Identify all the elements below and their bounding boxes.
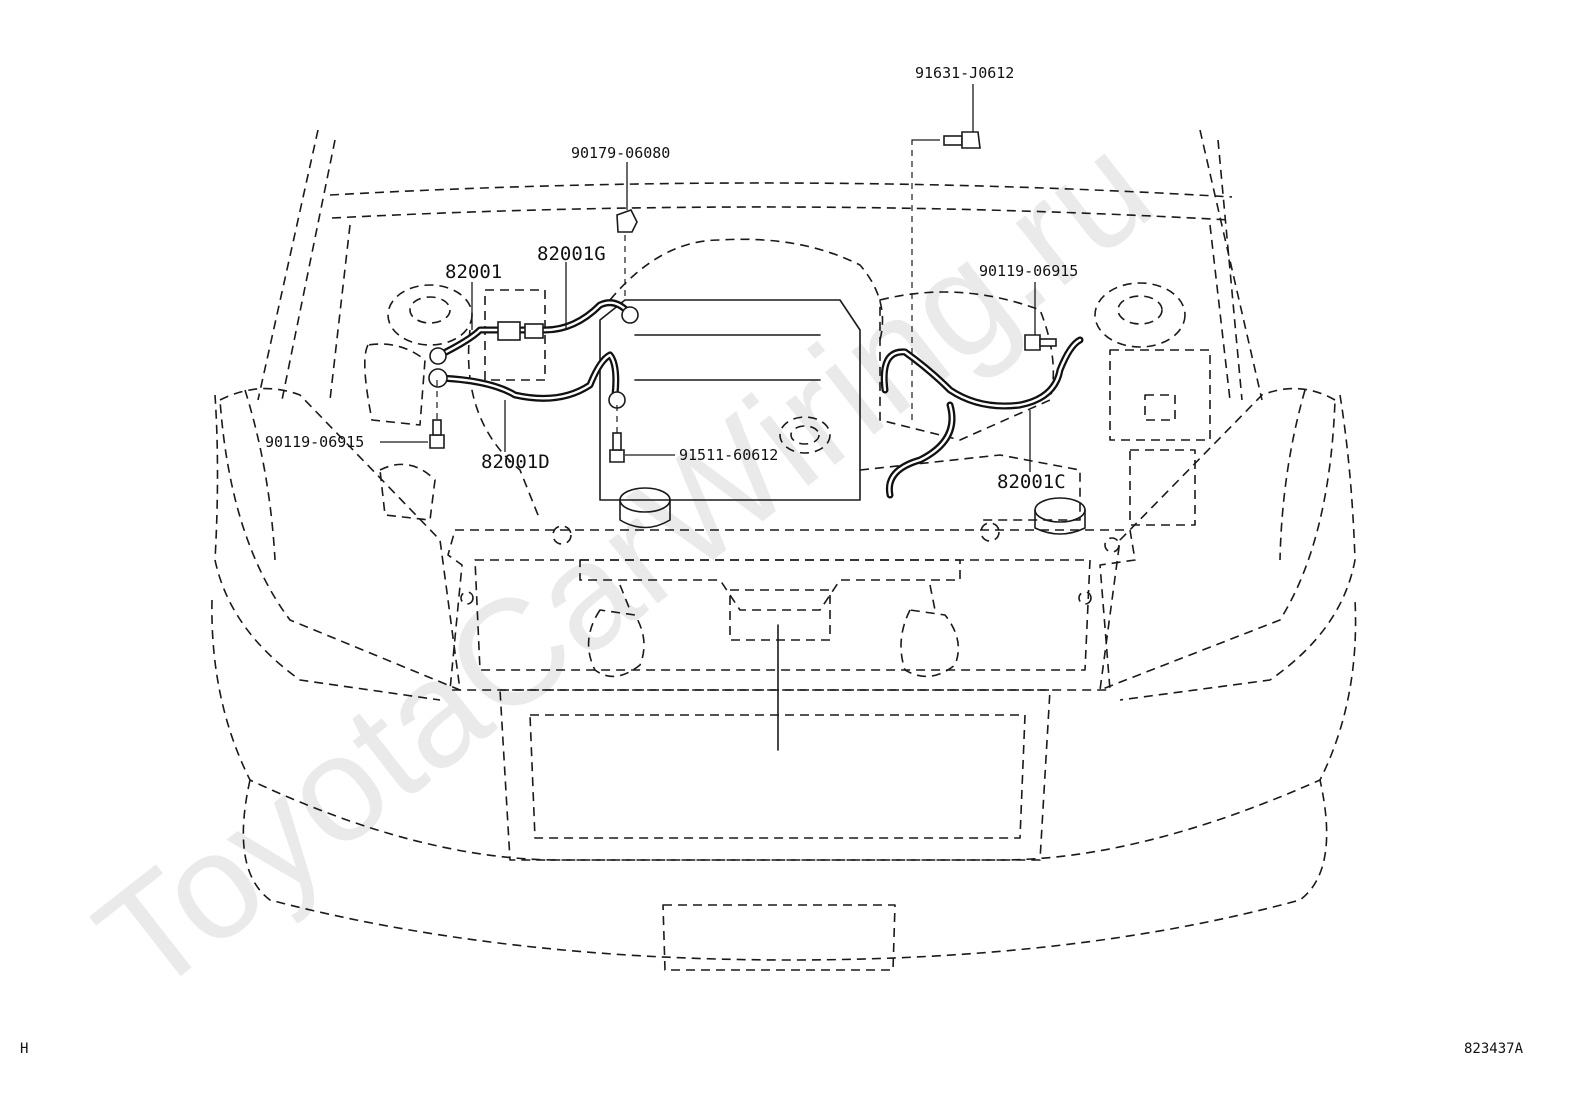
- label-91631-J0612: 91631-J0612: [915, 64, 1014, 82]
- label-90119-06915-right: 90119-06915: [979, 262, 1078, 280]
- bolt-91511-60612-icon: [609, 405, 625, 463]
- clip-90179-06080-icon: [616, 209, 638, 300]
- radiator-support: [447, 529, 1136, 751]
- watermark: ToyotaCarWiring.ru: [66, 102, 1181, 1025]
- diagram-code: 823437A: [1464, 1041, 1524, 1057]
- cable-82001C: [880, 336, 1084, 499]
- label-90119-06915-left: 90119-06915: [265, 433, 364, 451]
- cable-82001D: [428, 347, 626, 409]
- horn-right: [900, 584, 960, 678]
- label-91511-60612: 91511-60612: [679, 446, 778, 464]
- label-82001: 82001: [445, 261, 502, 283]
- label-82001D: 82001D: [481, 451, 550, 473]
- label-82001G: 82001G: [537, 243, 606, 265]
- label-90179-06080: 90179-06080: [571, 144, 670, 162]
- corner-marker: H: [20, 1041, 28, 1057]
- bolt-90119-06915-left-icon: [429, 380, 445, 449]
- leader-lines: [380, 84, 1036, 472]
- car-body-outline: [211, 129, 1357, 971]
- horn-left: [587, 584, 645, 678]
- cable-82001G: [436, 299, 639, 359]
- label-82001C: 82001C: [997, 471, 1066, 493]
